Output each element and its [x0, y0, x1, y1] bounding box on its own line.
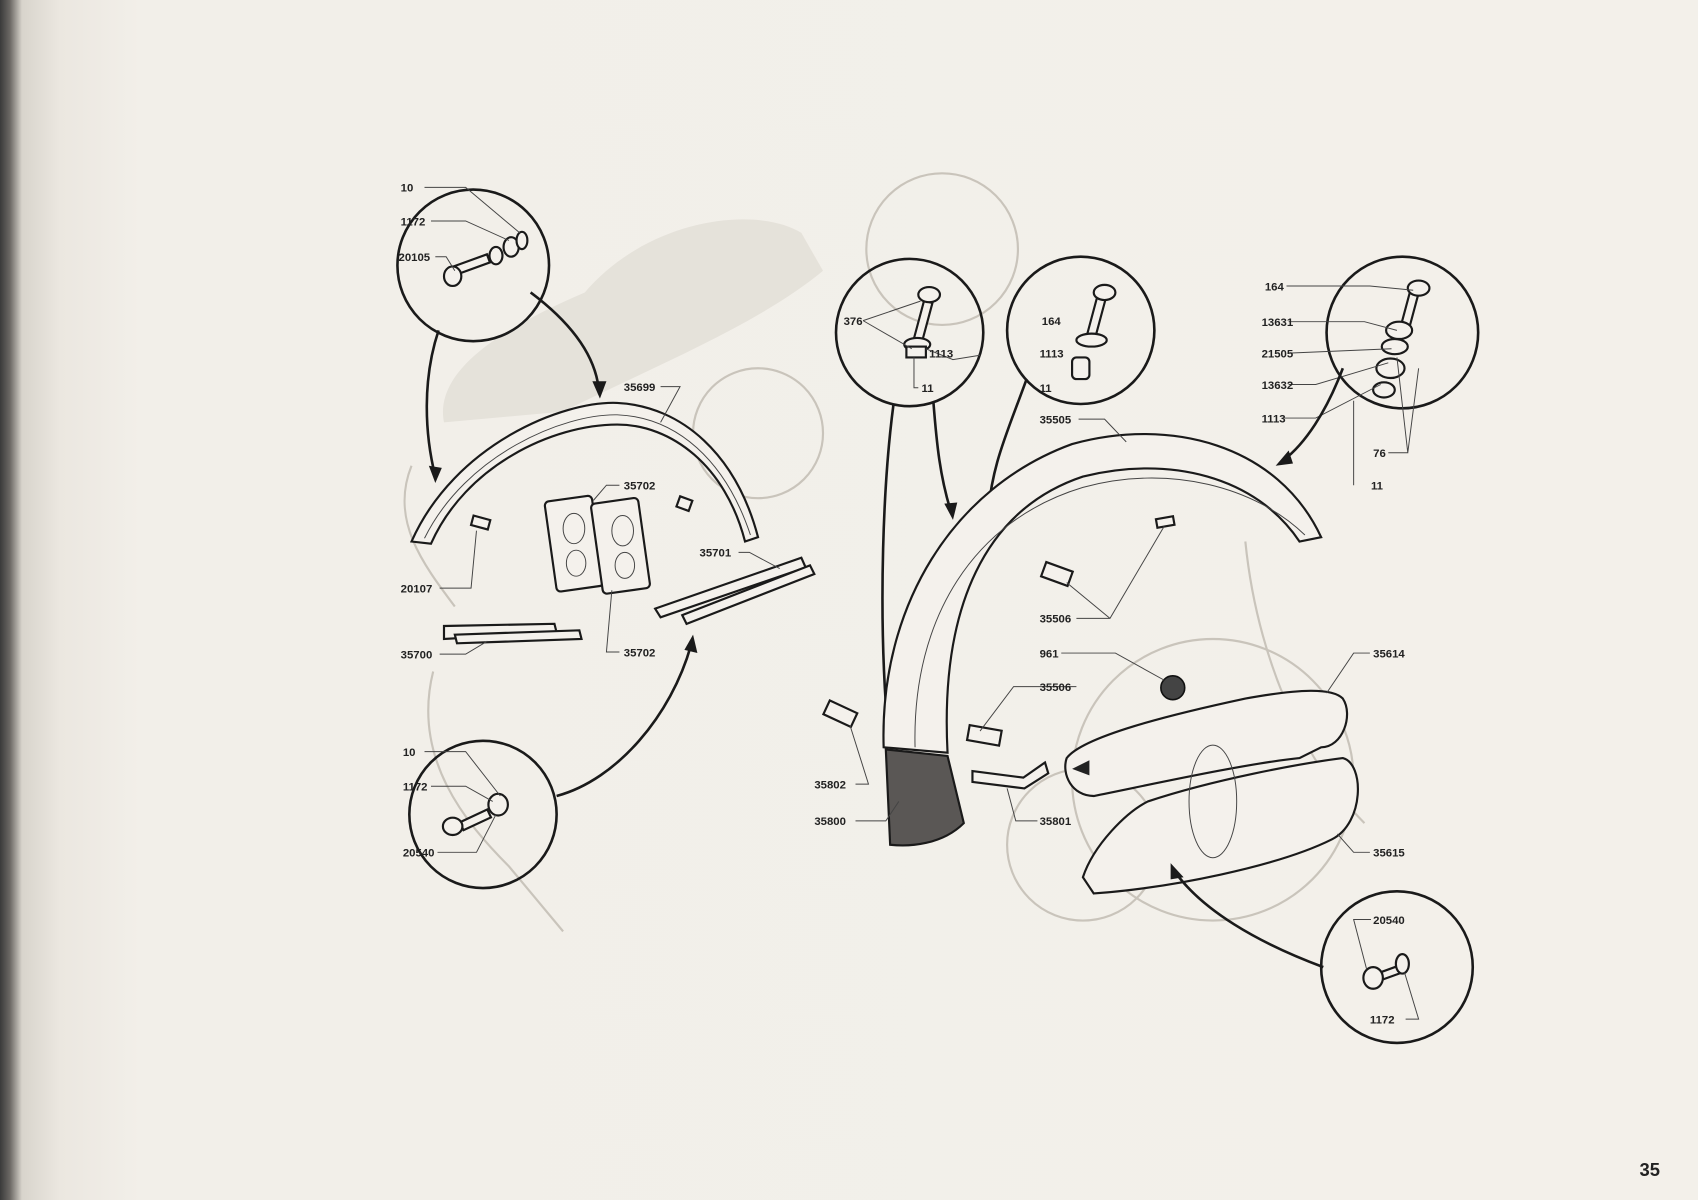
callout-label: 20540 [1373, 915, 1405, 927]
callout-label: 11 [1040, 383, 1052, 395]
callout-label: 35702 [624, 481, 656, 493]
callout-label: 35505 [1040, 414, 1072, 426]
detail-circle-right: 164 13631 21505 13632 1113 76 11 [1262, 255, 1480, 493]
page-number: 35 [1640, 1159, 1660, 1180]
callout-label: 35800 [814, 816, 846, 828]
callout-label: 1172 [1370, 1014, 1395, 1026]
callout-label: 21505 [1262, 348, 1294, 360]
front-mudguard: 35505 35506 961 35506 35802 35800 35801 [814, 414, 1323, 847]
callout-label: 11 [1371, 481, 1383, 493]
arrow-pointer [556, 645, 693, 798]
callout-label: 164 [1265, 281, 1285, 293]
callout-label: 1172 [401, 216, 426, 228]
callout-label: 1113 [1262, 413, 1286, 425]
callout-label: 35702 [624, 647, 656, 659]
callout-label: 35699 [624, 382, 656, 394]
callout-label: 20540 [403, 848, 435, 860]
callout-label: 376 [844, 316, 863, 328]
detail-circle-bottom-right: 20540 1172 [1170, 863, 1475, 1045]
arrow-pointer [1173, 871, 1324, 969]
chain-guard: 35614 35615 [1064, 648, 1405, 895]
rear-mudguard: 35699 35702 35702 35701 35700 20107 [401, 382, 816, 661]
callout-label: 76 [1373, 448, 1386, 460]
callout-label: 13631 [1262, 317, 1294, 329]
callout-label: 35614 [1373, 648, 1405, 660]
callout-label: 13632 [1262, 380, 1294, 392]
arrow-pointer [881, 404, 895, 705]
callout-label: 1113 [929, 348, 953, 360]
badge-icon [1160, 674, 1186, 701]
callout-label: 35801 [1040, 816, 1072, 828]
callout-label: 11 [922, 383, 934, 395]
callout-label: 20107 [401, 583, 433, 595]
callout-label: 35506 [1040, 614, 1072, 626]
callout-label: 164 [1042, 316, 1062, 328]
callout-label: 35701 [700, 548, 732, 560]
detail-circle-top-left: 10 1172 20105 [396, 183, 607, 484]
arrow-pointer [1282, 367, 1345, 462]
callout-label: 10 [401, 183, 414, 195]
callout-label: 35615 [1373, 848, 1405, 860]
callout-label: 961 [1040, 648, 1059, 660]
mud-flap [884, 748, 965, 847]
detail-circle-mid-1: 376 1113 11 [834, 257, 985, 705]
callout-label: 10 [403, 747, 416, 759]
callout-label: 35506 [1040, 682, 1072, 694]
arrow-pointer [529, 291, 601, 391]
arrow-pointer [932, 402, 953, 512]
callout-label: 1113 [1040, 348, 1064, 360]
detail-circle-bottom-left: 10 1172 20540 [403, 634, 698, 890]
callout-label: 35700 [401, 649, 433, 661]
detail-circle-mid-2: 164 1113 11 [981, 255, 1156, 529]
callout-label: 35802 [814, 779, 846, 791]
arrow-pointer [425, 329, 440, 477]
callout-label: 20105 [399, 252, 431, 264]
callout-label: 1172 [403, 782, 428, 794]
